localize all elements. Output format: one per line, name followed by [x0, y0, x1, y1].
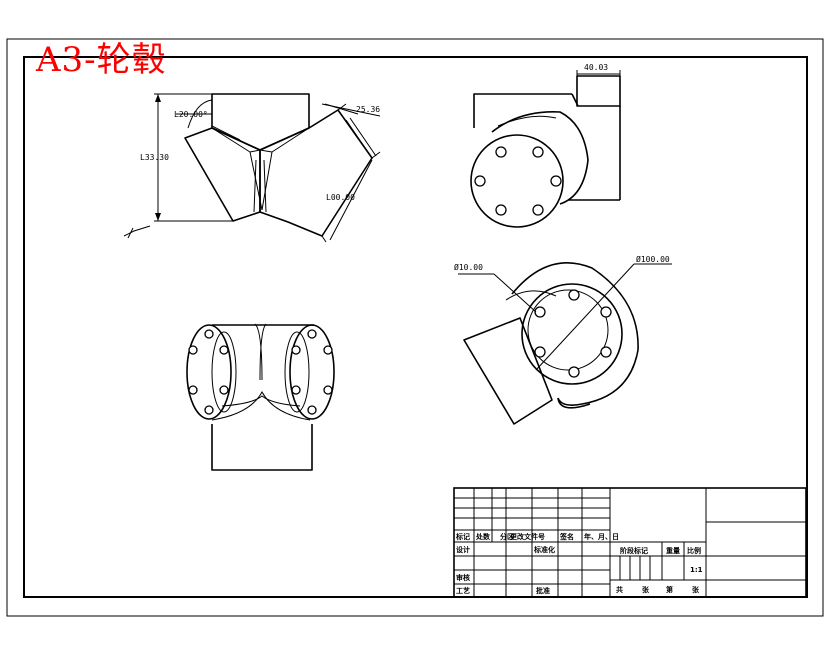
tb-standard: 标准化	[533, 545, 555, 554]
tb-sheet-no: 第	[666, 585, 673, 594]
side-view	[186, 323, 335, 471]
tb-date: 年、月、日	[584, 532, 619, 541]
tb-sheets-unit: 张	[642, 585, 650, 594]
angle-dimension: L20.00°	[174, 110, 208, 119]
tb-review: 审核	[456, 573, 470, 582]
tb-count: 处数	[475, 532, 491, 541]
title-block: 标记 处数 分区 更改文件号 签名 年、月、日 设计 标准化 审核 工艺 批准 …	[453, 487, 807, 598]
height-dimension: L33.30	[140, 153, 169, 162]
tb-scale-label: 比例	[687, 546, 701, 555]
tb-scale-value: 1:1	[690, 566, 703, 574]
top-right-view: 40.03	[470, 63, 621, 228]
tb-zone: 分区	[500, 532, 514, 541]
front-view: L20.00° L33.30 L00.00 25.36	[123, 93, 381, 243]
tb-sheets-total: 共	[616, 585, 623, 594]
isometric-view: Ø10.00 Ø100.00	[454, 254, 672, 425]
inner-frame	[23, 56, 808, 598]
outer-frame	[6, 38, 824, 617]
small-diameter-dimension: Ø10.00	[454, 262, 483, 272]
tb-sheet-unit: 张	[692, 585, 700, 594]
large-diameter-dimension: Ø100.00	[636, 254, 670, 264]
tb-approve: 批准	[536, 586, 550, 595]
tb-doc: 更改文件号	[510, 532, 545, 541]
length-dimension: L00.00	[326, 193, 355, 202]
tb-weight: 重量	[666, 546, 680, 555]
width-dimension: 40.03	[584, 63, 608, 72]
tb-sign: 签名	[559, 532, 574, 541]
tb-stage-mark: 阶段标记	[620, 546, 648, 555]
drawing-title: A3-轮毂	[36, 40, 167, 80]
tb-process: 工艺	[456, 586, 470, 595]
tb-design: 设计	[456, 545, 470, 554]
arm-dimension: 25.36	[356, 105, 380, 114]
tb-mark: 标记	[455, 532, 470, 541]
